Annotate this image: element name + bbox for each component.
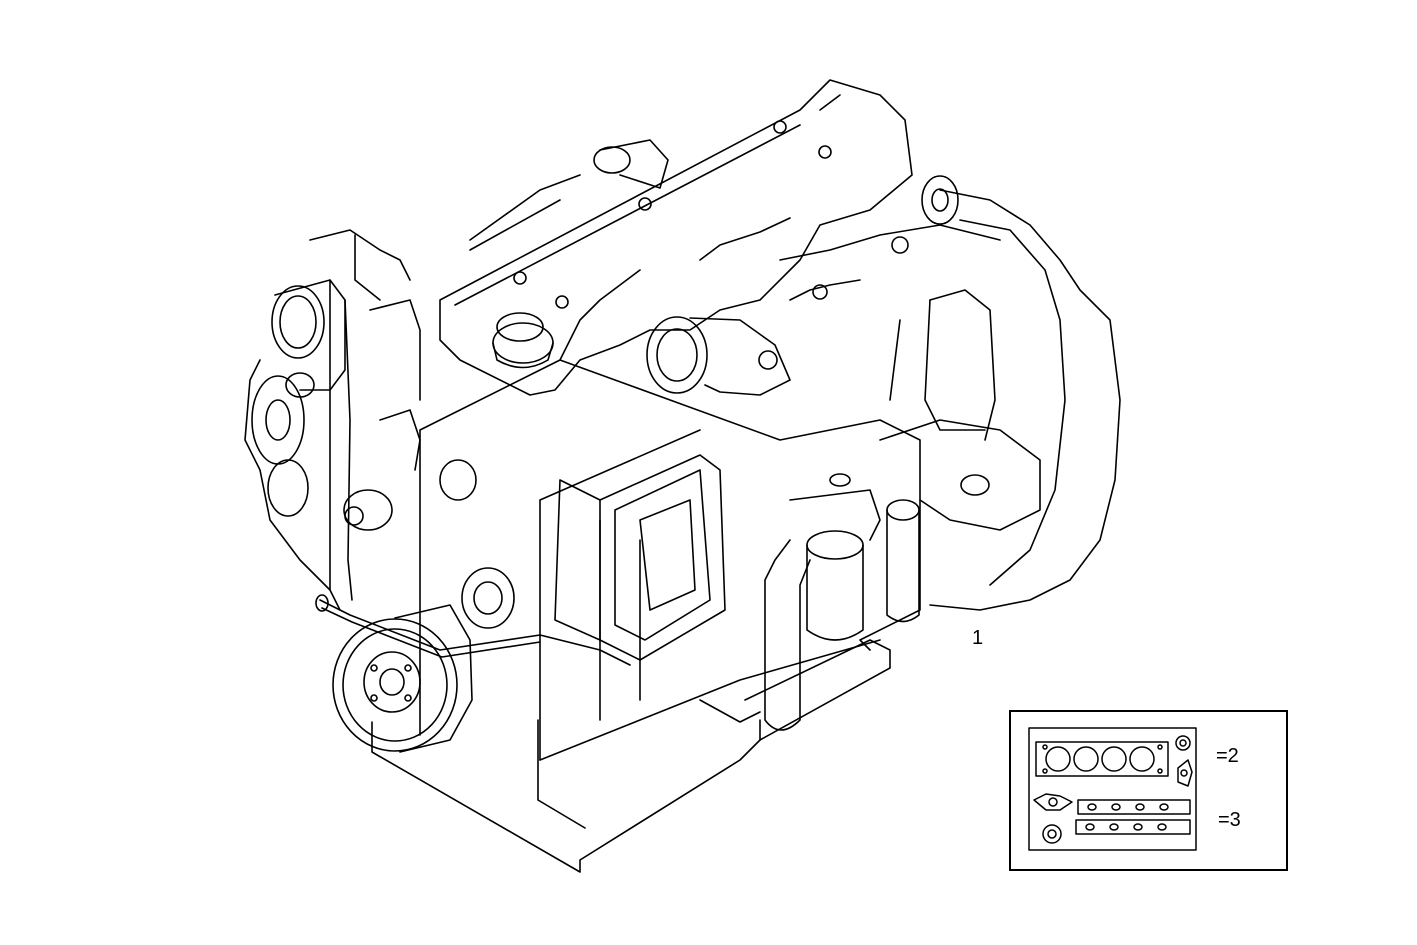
flywheel-housing — [924, 189, 1121, 611]
gasket-kit-frame — [1028, 727, 1197, 851]
gasket-kit-legend — [1009, 710, 1288, 871]
secondary-filter — [886, 499, 920, 623]
accessory-drive — [244, 229, 411, 611]
high-pressure-pump — [879, 419, 1041, 531]
timing-cover — [369, 299, 515, 629]
crank-damper — [332, 604, 473, 753]
engine-callout-label: 1 — [972, 627, 984, 649]
dipstick-tube — [315, 594, 631, 666]
valve-cover — [439, 79, 913, 396]
fuel-rail — [779, 224, 1001, 401]
intake-elbow — [646, 316, 791, 396]
small-gasket-icon — [1177, 759, 1193, 787]
head-gasket-kit-label: =2 — [1216, 745, 1239, 767]
seal-ring-icon — [1042, 824, 1062, 844]
head-gasket-icon — [1035, 741, 1169, 777]
o-ring-icon — [1175, 735, 1191, 751]
engine-block — [419, 359, 921, 761]
oil-filler-cap — [492, 312, 554, 369]
breather-pipe — [469, 139, 669, 251]
ecu-module — [554, 454, 726, 661]
fuel-filter — [764, 473, 881, 731]
intake-manifold-gasket-icon — [1075, 819, 1191, 835]
exhaust-manifold-gasket-icon — [1077, 799, 1191, 815]
lifting-eye — [921, 175, 959, 225]
manifold-gasket-kit-label: =3 — [1218, 809, 1241, 831]
oil-pan — [371, 639, 891, 873]
flange-gasket-icon — [1033, 793, 1073, 811]
